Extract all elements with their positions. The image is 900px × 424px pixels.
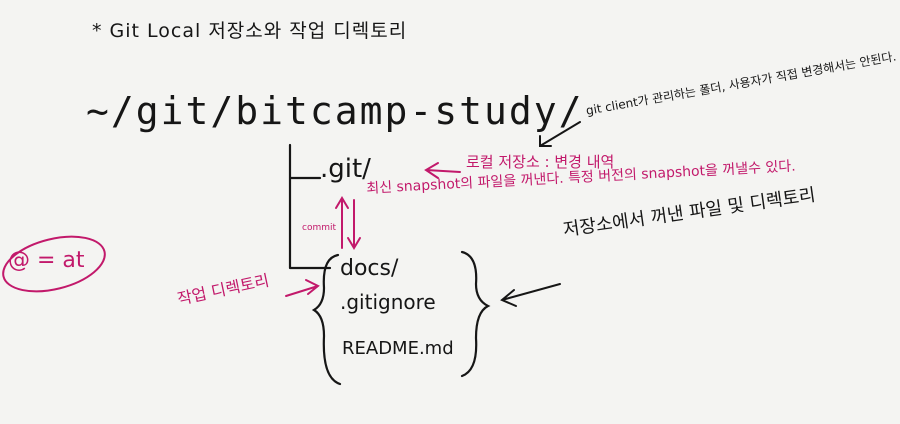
at-equals-note: @ = at	[8, 248, 85, 273]
at-ellipse	[2, 235, 106, 293]
page-title: * Git Local 저장소와 작업 디렉토리	[92, 20, 408, 42]
file-docs: docs/	[340, 256, 399, 281]
git-client-arrow	[539, 121, 581, 147]
local-repo-note: 로컬 저장소 : 변경 내역	[466, 153, 615, 171]
left-brace	[311, 253, 342, 386]
tree-connector	[288, 143, 332, 270]
commit-arrow	[335, 196, 349, 249]
file-gitignore: .gitignore	[340, 290, 436, 314]
root-path: ~/git/bitcamp-study/	[86, 89, 584, 133]
extracted-arrow	[500, 283, 561, 307]
checkout-arrow	[347, 199, 361, 250]
git-directory: .git/	[320, 154, 371, 184]
right-brace	[460, 250, 491, 378]
local-repo-arrow	[424, 162, 461, 179]
commit-label: commit	[302, 223, 337, 233]
file-readme: README.md	[342, 338, 454, 359]
working-dir-arrow	[285, 279, 320, 297]
